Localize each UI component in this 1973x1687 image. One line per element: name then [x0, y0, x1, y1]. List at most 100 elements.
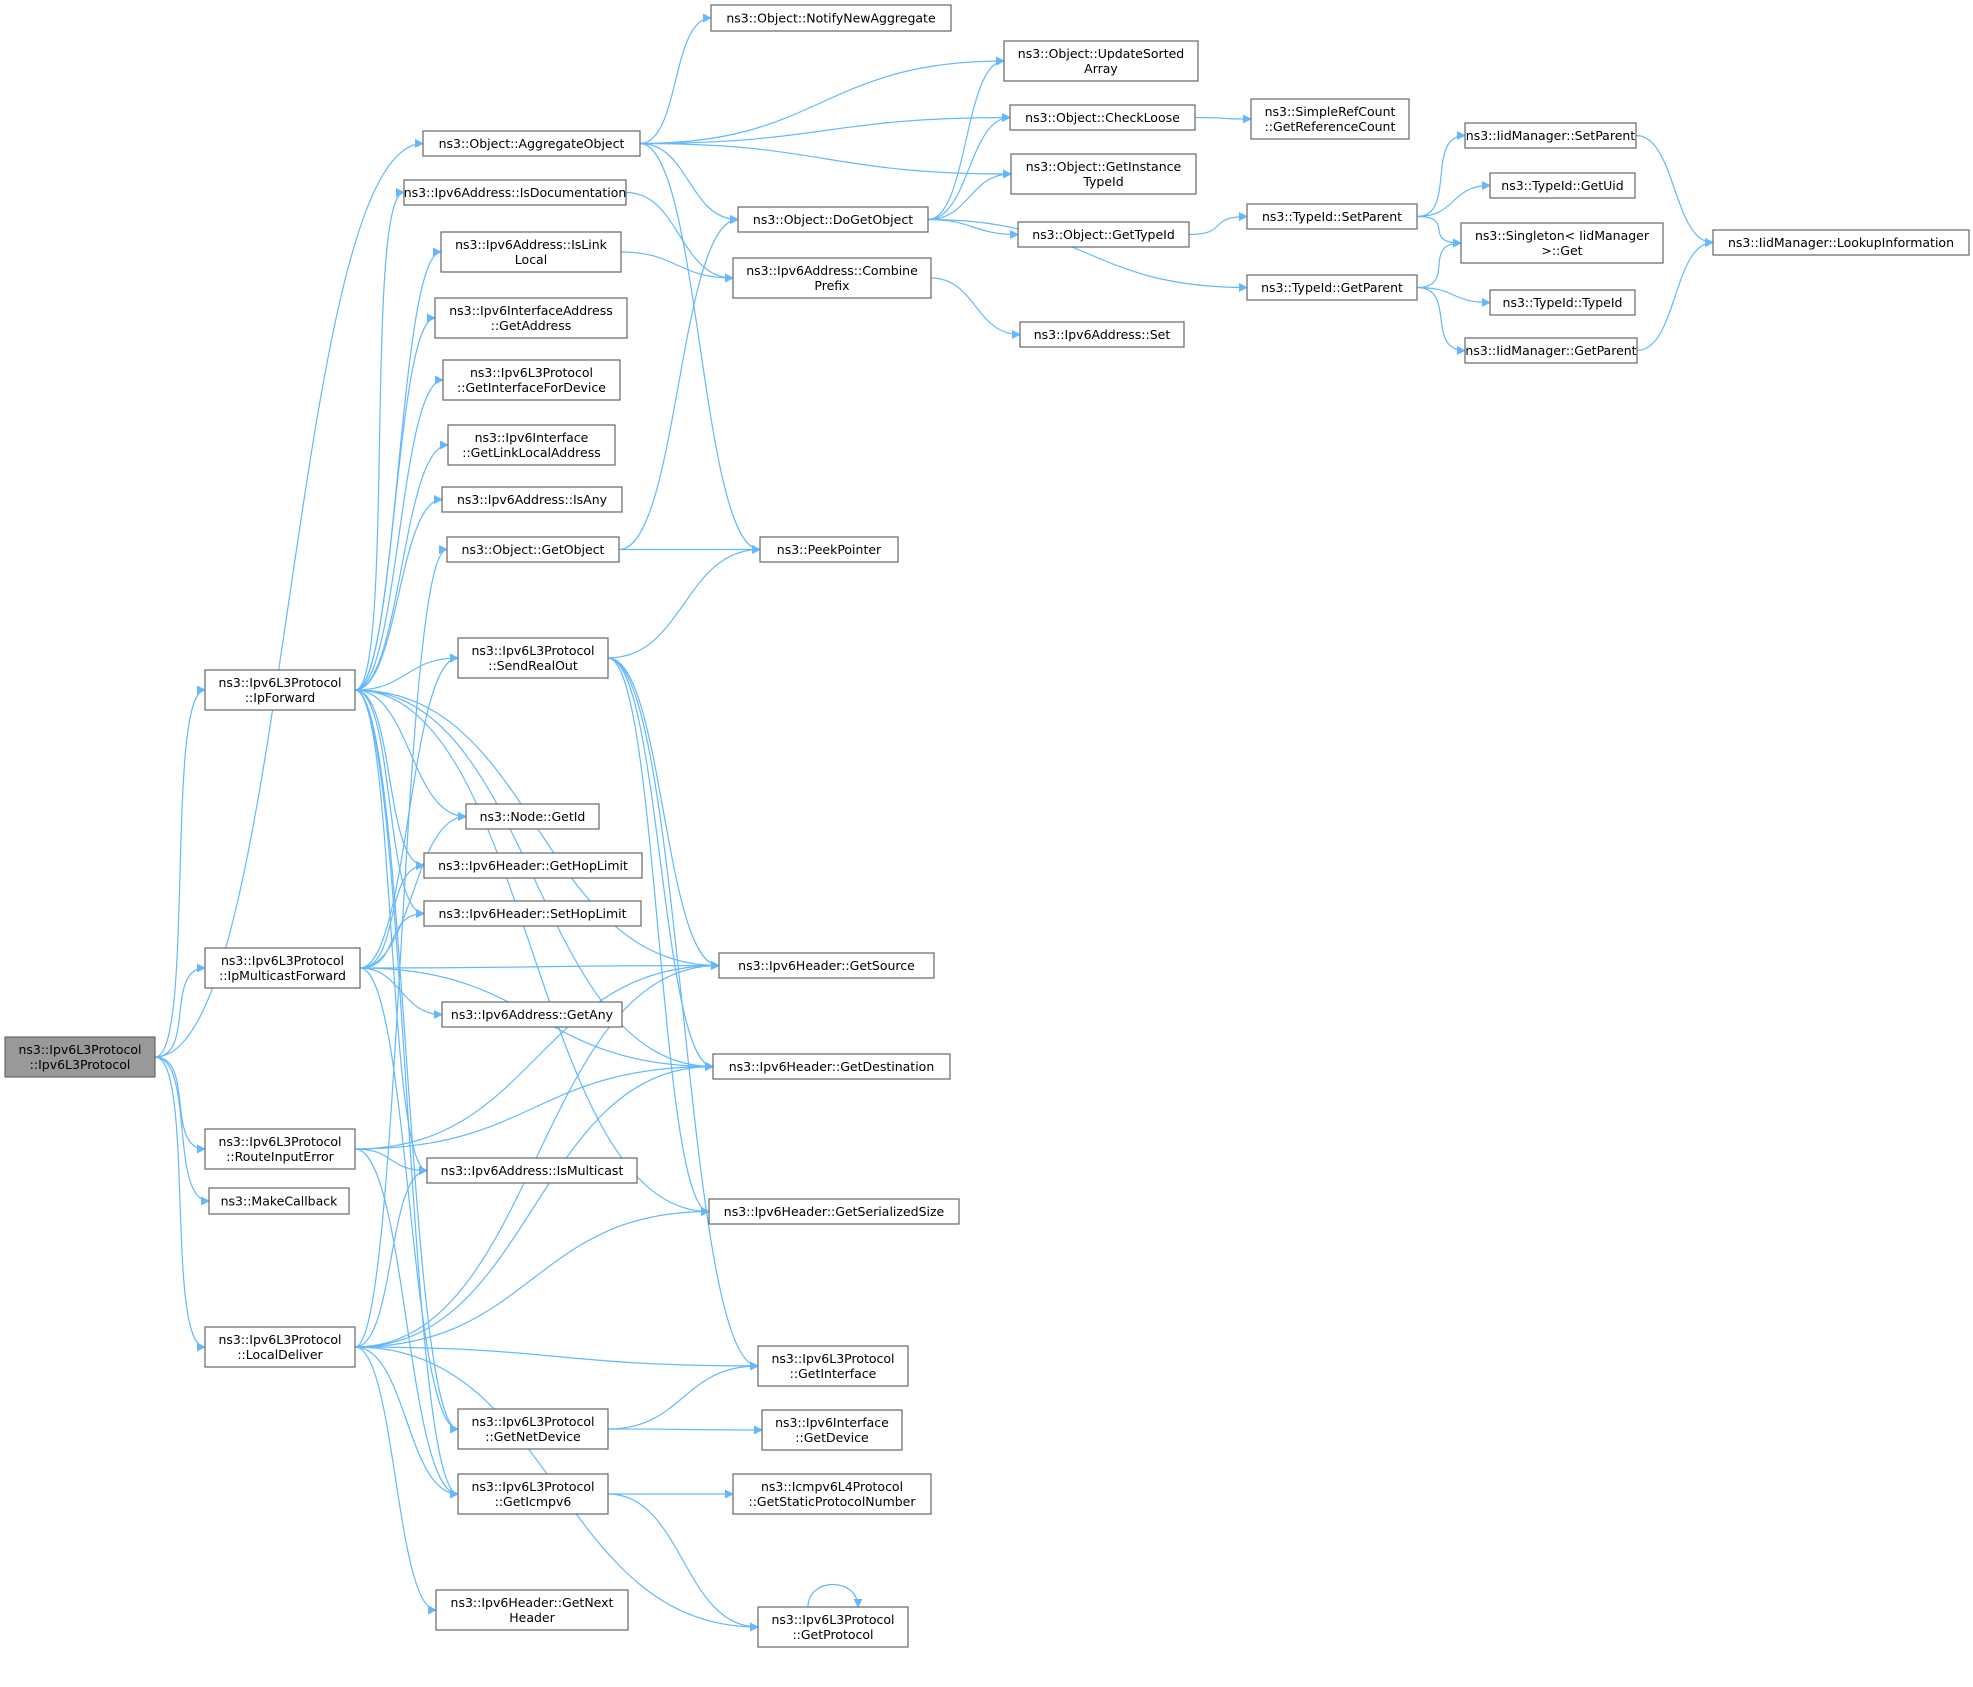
node-refcount[interactable]: ns3::SimpleRefCount::GetReferenceCount: [1250, 98, 1410, 140]
edge-localdeliver-to-getiface: [354, 1346, 759, 1371]
node-label: ns3::Object::NotifyNewAggregate: [726, 11, 936, 26]
node-label: ns3::Ipv6Address::IsAny: [457, 492, 608, 507]
node-checkloose[interactable]: ns3::Object::CheckLoose: [1009, 104, 1196, 131]
node-box: [1019, 321, 1185, 348]
edge-root-to-routeerr: [154, 1056, 206, 1154]
node-box: [732, 1473, 932, 1515]
node-getdst[interactable]: ns3::Ipv6Header::GetDestination: [712, 1053, 951, 1080]
edge-setparent-to-getuid: [1416, 181, 1491, 218]
edge-ipforward-to-getser: [354, 689, 710, 1216]
node-root[interactable]: ns3::Ipv6L3Protocol::Ipv6L3Protocol: [4, 1036, 156, 1078]
node-typeidctor[interactable]: ns3::TypeId::TypeId: [1489, 289, 1636, 316]
node-getany[interactable]: ns3::Ipv6Address::GetAny: [441, 1001, 623, 1028]
edge-root-to-ipmcast: [154, 963, 206, 1058]
node-label: ::GetInterface: [790, 1366, 877, 1381]
node-ismcast[interactable]: ns3::Ipv6Address::IsMulticast: [426, 1157, 638, 1184]
node-box: [403, 179, 627, 206]
node-label: Header: [509, 1610, 555, 1625]
edge-aggregate-to-updsorted: [639, 56, 1005, 145]
node-ipforward[interactable]: ns3::Ipv6L3Protocol::IpForward: [204, 669, 356, 711]
node-label: Array: [1084, 61, 1118, 76]
edge-ipmcast-to-sethop: [359, 909, 425, 969]
node-box: [1464, 337, 1638, 364]
node-box: [757, 1606, 909, 1648]
node-geticmp[interactable]: ns3::Ipv6L3Protocol::GetIcmpv6: [457, 1473, 609, 1515]
node-box: [1489, 289, 1636, 316]
node-getproto[interactable]: ns3::Ipv6L3Protocol::GetProtocol: [757, 1606, 909, 1648]
node-setparent[interactable]: ns3::TypeId::SetParent: [1246, 203, 1418, 230]
node-getparent[interactable]: ns3::TypeId::GetParent: [1246, 274, 1418, 301]
edge-dogetobj-to-checkloose: [927, 113, 1011, 221]
node-label: ns3::Ipv6Header::GetSerializedSize: [724, 1204, 945, 1219]
edge-getnetdev-to-getiface: [607, 1361, 759, 1430]
edge-ipforward-to-gethop: [354, 689, 425, 870]
node-iidgetparent[interactable]: ns3::IidManager::GetParent: [1464, 337, 1638, 364]
node-peek[interactable]: ns3::PeekPointer: [759, 536, 899, 563]
node-singleton[interactable]: ns3::Singleton< IidManager>::Get: [1460, 222, 1664, 264]
node-label: ::GetProtocol: [792, 1627, 873, 1642]
node-label: ns3::Object::CheckLoose: [1025, 110, 1180, 125]
node-makecb[interactable]: ns3::MakeCallback: [208, 1187, 350, 1215]
node-getdevice[interactable]: ns3::Ipv6Interface::GetDevice: [761, 1409, 903, 1451]
node-getobject[interactable]: ns3::Object::GetObject: [446, 536, 620, 563]
node-nodeid[interactable]: ns3::Node::GetId: [465, 803, 600, 830]
node-dogetobj[interactable]: ns3::Object::DoGetObject: [737, 206, 929, 233]
node-ifaddr[interactable]: ns3::Ipv6InterfaceAddress::GetAddress: [434, 297, 628, 339]
node-getiface[interactable]: ns3::Ipv6L3Protocol::GetInterface: [757, 1345, 909, 1387]
edge-geticmp-to-getproto: [607, 1493, 759, 1632]
node-v6set[interactable]: ns3::Ipv6Address::Set: [1019, 321, 1185, 348]
node-label: ns3::Ipv6L3Protocol: [471, 1414, 594, 1429]
node-sendreal[interactable]: ns3::Ipv6L3Protocol::SendRealOut: [457, 637, 609, 679]
node-label: ns3::PeekPointer: [777, 542, 882, 557]
node-label: ::GetInterfaceForDevice: [457, 380, 606, 395]
edge-localdeliver-to-getdst: [354, 1062, 714, 1348]
node-localdeliver[interactable]: ns3::Ipv6L3Protocol::LocalDeliver: [204, 1326, 356, 1368]
node-sethop[interactable]: ns3::Ipv6Header::SetHopLimit: [423, 900, 642, 927]
node-box: [1460, 222, 1664, 264]
edge-sendreal-to-getser: [607, 657, 710, 1216]
node-isdoc[interactable]: ns3::Ipv6Address::IsDocumentation: [403, 179, 627, 206]
edge-sendreal-to-getsrc: [607, 657, 720, 970]
node-box: [426, 1157, 638, 1184]
node-ipmcast[interactable]: ns3::Ipv6L3Protocol::IpMulticastForward: [204, 947, 361, 989]
node-box: [441, 1001, 623, 1028]
node-label: ns3::Object::GetObject: [462, 542, 605, 557]
edge-aggregate-to-notify: [639, 13, 712, 145]
node-aggregate[interactable]: ns3::Object::AggregateObject: [422, 130, 641, 157]
node-gethop[interactable]: ns3::Ipv6Header::GetHopLimit: [423, 852, 643, 879]
node-label: ns3::SimpleRefCount: [1265, 104, 1396, 119]
node-box: [440, 231, 622, 273]
node-getifdev[interactable]: ns3::Ipv6L3Protocol::GetInterfaceForDevi…: [442, 359, 621, 401]
edge-routeerr-to-ismcast: [354, 1148, 428, 1175]
node-getsrc[interactable]: ns3::Ipv6Header::GetSource: [718, 952, 935, 979]
node-label: ::LocalDeliver: [237, 1347, 323, 1362]
edge-ipforward-to-geticmp: [354, 689, 459, 1499]
node-icmpnum[interactable]: ns3::Icmpv6L4Protocol::GetStaticProtocol…: [732, 1473, 932, 1515]
node-getlladdr[interactable]: ns3::Ipv6Interface::GetLinkLocalAddress: [447, 424, 616, 466]
node-lookup[interactable]: ns3::IidManager::LookupInformation: [1712, 229, 1970, 256]
node-gettypeid[interactable]: ns3::Object::GetTypeId: [1017, 221, 1190, 248]
node-label: ns3::Ipv6Header::GetSource: [738, 958, 915, 973]
node-box: [759, 536, 899, 563]
node-label: ns3::IidManager::LookupInformation: [1728, 235, 1954, 250]
node-isany[interactable]: ns3::Ipv6Address::IsAny: [441, 486, 623, 513]
edge-ipforward-to-isany: [354, 495, 443, 691]
node-box: [457, 1408, 609, 1450]
node-label: ::GetReferenceCount: [1265, 119, 1396, 134]
node-getser[interactable]: ns3::Ipv6Header::GetSerializedSize: [708, 1198, 960, 1225]
edge-getparent-to-iidgetparent: [1416, 286, 1466, 355]
node-notify[interactable]: ns3::Object::NotifyNewAggregate: [710, 4, 952, 32]
node-label: ns3::TypeId::GetUid: [1501, 178, 1623, 193]
node-iidsetparent[interactable]: ns3::IidManager::SetParent: [1464, 122, 1637, 149]
node-label: ::GetDevice: [795, 1430, 869, 1445]
node-label: ns3::TypeId::SetParent: [1262, 209, 1402, 224]
node-routeerr[interactable]: ns3::Ipv6L3Protocol::RouteInputError: [204, 1128, 356, 1170]
node-getnetdev[interactable]: ns3::Ipv6L3Protocol::GetNetDevice: [457, 1408, 609, 1450]
node-getuid[interactable]: ns3::TypeId::GetUid: [1489, 172, 1636, 199]
node-label: ::GetLinkLocalAddress: [462, 445, 600, 460]
